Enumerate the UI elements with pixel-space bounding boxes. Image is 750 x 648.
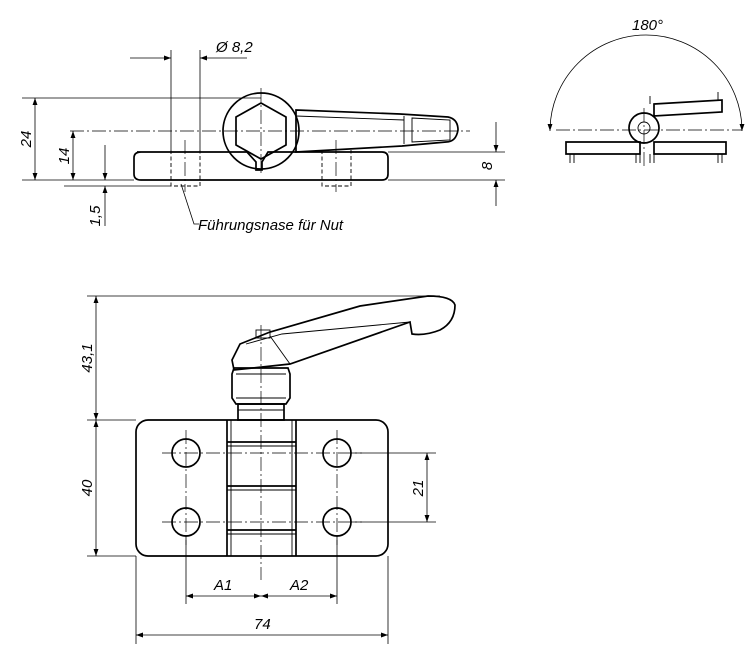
dim-24: 24 [18,131,35,149]
rot-plate-upper [653,99,723,117]
side-lever [295,109,459,153]
dim-diameter: Ø 8,2 [215,39,253,56]
front-view: 43,1 40 21 A1 A2 74 [79,295,456,644]
dim-40: 40 [79,479,96,496]
dim-8: 8 [479,161,496,170]
dim-43-1: 43,1 [79,343,96,372]
rotation-view: 180° [547,17,745,168]
rot-plate-left [565,141,641,155]
angle-180: 180° [632,17,663,34]
side-base-plate [133,151,389,181]
callout-guide-nose: Führungsnase für Nut [198,217,344,234]
dim-1-5: 1,5 [87,205,104,227]
dim-74: 74 [254,616,271,633]
dim-a1: A1 [213,577,232,594]
dim-21: 21 [410,480,427,498]
front-lever [231,295,456,371]
dim-a2: A2 [289,577,309,594]
front-hub [231,367,291,405]
rot-plate-right [653,141,727,155]
side-view: 24 14 1,5 8 Ø 8,2 Führungsnase für Nut [18,39,505,234]
dim-14: 14 [56,148,73,165]
front-body [135,419,389,557]
